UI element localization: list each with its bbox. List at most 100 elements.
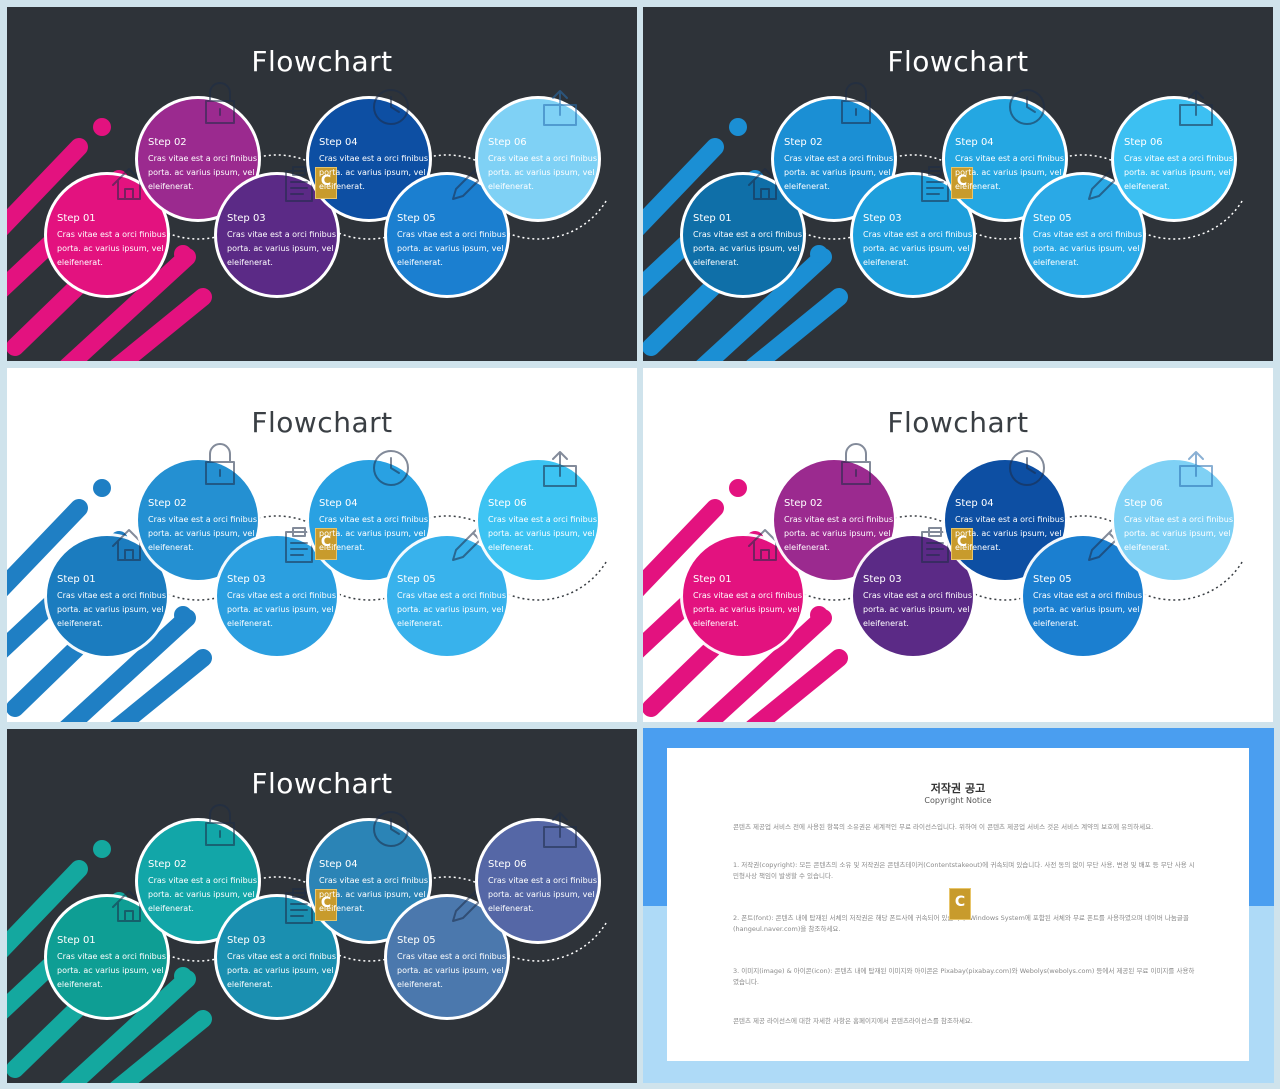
flowchart-graphic (7, 368, 637, 722)
step-label: Step 01 (57, 213, 96, 224)
step-description: Cras vitae est a orci finibus porta. ac … (1033, 230, 1142, 267)
arrow-arc-5 (1100, 553, 1244, 601)
step-label: Step 05 (1033, 213, 1072, 224)
step-6-content: Step 06 Cras vitae est a orci finibus por… (488, 498, 606, 555)
step-circle-1[interactable] (680, 529, 806, 659)
slide-title: Flowchart (251, 406, 393, 439)
step-circle-6[interactable] (475, 90, 601, 222)
step-description: Cras vitae est a orci finibus porta. ac … (57, 952, 166, 989)
upload-box-icon (1179, 451, 1213, 487)
step-label: Step 02 (148, 859, 187, 870)
lock-icon (841, 443, 871, 485)
step-description: Cras vitae est a orci finibus porta. ac … (227, 230, 336, 267)
step-label: Step 01 (57, 574, 96, 585)
step-circle-3[interactable] (214, 166, 340, 298)
step-circle-5[interactable] (384, 888, 510, 1020)
step-circle-2[interactable] (135, 82, 261, 222)
step-label: Step 05 (397, 213, 436, 224)
step-circle-1[interactable] (680, 168, 806, 298)
step-circle-3[interactable] (214, 527, 340, 659)
step-circle-1[interactable] (44, 529, 170, 659)
step-description: Cras vitae est a orci finibus porta. ac … (693, 591, 802, 628)
step-circle-2[interactable] (135, 804, 261, 944)
step-circle-3[interactable] (850, 166, 976, 298)
step-circle-6[interactable] (475, 451, 601, 583)
lock-icon (841, 82, 871, 124)
step-circle-2[interactable] (771, 82, 897, 222)
step-circle-5[interactable] (384, 527, 510, 659)
step-circle-5[interactable] (1020, 527, 1146, 659)
step-circle-3[interactable] (214, 888, 340, 1020)
watermark-logo: C (315, 889, 337, 921)
step-label: Step 04 (955, 498, 994, 509)
step-circle-6[interactable] (1111, 90, 1237, 222)
step-circle-3[interactable] (850, 527, 976, 659)
step-circle-4[interactable] (306, 89, 432, 222)
clipboard-icon (285, 527, 313, 563)
step-label: Step 03 (863, 213, 902, 224)
step-description: Cras vitae est a orci finibus porta. ac … (1124, 154, 1233, 191)
step-label: Step 01 (693, 213, 732, 224)
upload-box-icon (1179, 90, 1213, 126)
step-circle-4[interactable] (306, 450, 432, 583)
step-circle-4[interactable] (942, 450, 1068, 583)
arrow-arc-5 (464, 914, 608, 962)
arrow-arc-5 (1100, 192, 1244, 240)
step-description: Cras vitae est a orci finibus porta. ac … (148, 515, 257, 552)
step-description: Cras vitae est a orci finibus porta. ac … (488, 515, 597, 552)
step-circle-6[interactable] (1111, 451, 1237, 583)
upload-box-icon (543, 812, 577, 848)
step-5-content: Step 05 Cras vitae est a orci finibus por… (1033, 213, 1151, 270)
clock-icon (373, 89, 409, 125)
step-circle-2[interactable] (771, 443, 897, 583)
step-description: Cras vitae est a orci finibus porta. ac … (955, 515, 1064, 552)
clock-icon (373, 450, 409, 486)
step-circle-1[interactable] (44, 890, 170, 1020)
flowchart-graphic (7, 7, 637, 361)
step-circle-4[interactable] (942, 89, 1068, 222)
step-label: Step 06 (488, 498, 527, 509)
step-circle-2[interactable] (135, 443, 261, 583)
step-label: Step 02 (148, 137, 187, 148)
step-description: Cras vitae est a orci finibus porta. ac … (863, 591, 972, 628)
step-label: Step 02 (784, 137, 823, 148)
step-circle-1[interactable] (44, 168, 170, 298)
slide-title: Flowchart (251, 45, 393, 78)
notice-paragraph-footer: 콘텐츠 제공 라이선스에 대한 자세한 사항은 홈페이지에서 콘텐츠라이선스를 … (733, 1017, 973, 1025)
step-circle-5[interactable] (1020, 166, 1146, 298)
step-label: Step 05 (1033, 574, 1072, 585)
lock-icon (205, 804, 235, 846)
step-description: Cras vitae est a orci finibus porta. ac … (397, 230, 506, 267)
step-circle-4[interactable] (306, 811, 432, 944)
clock-icon (1009, 450, 1045, 486)
watermark-logo: C (315, 167, 337, 199)
step-circle-6[interactable] (475, 812, 601, 944)
step-label: Step 05 (397, 935, 436, 946)
step-description: Cras vitae est a orci finibus porta. ac … (1033, 591, 1142, 628)
step-circle-5[interactable] (384, 166, 510, 298)
step-label: Step 06 (1124, 498, 1163, 509)
clipboard-icon (921, 527, 949, 563)
watermark-logo: C (949, 888, 971, 920)
copyright-notice-slide[interactable]: 저작권 공고 Copyright Notice 콘텐츠 제공업 서비스 전에 사… (643, 728, 1274, 1083)
flowchart-graphic (7, 729, 637, 1083)
